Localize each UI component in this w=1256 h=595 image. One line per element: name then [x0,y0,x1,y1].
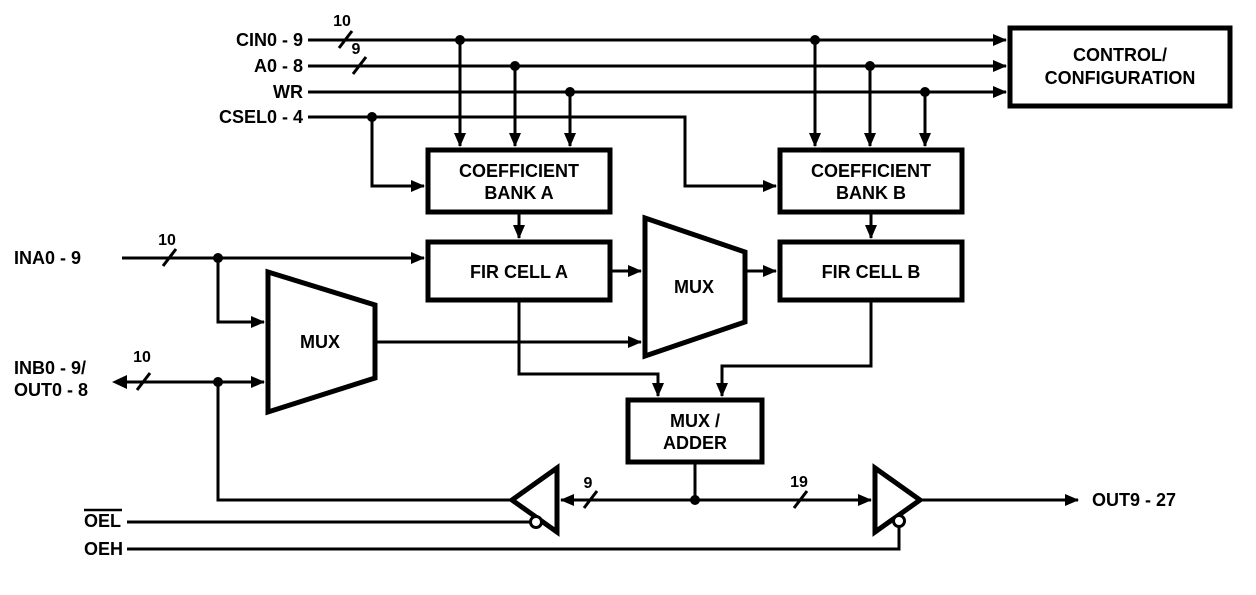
coeff-bank-b-label-line2: BANK B [836,183,906,203]
ina-bus-width: 10 [158,232,176,249]
oel-enable-bubble [529,515,543,529]
control-configuration-block [1007,25,1233,109]
low-output-bus-slash [582,490,599,509]
mux-adder-block [625,397,765,465]
mux-mid-trapezoid [642,214,748,360]
cin-bus-width: 10 [333,13,351,30]
fir-cell-b-label: FIR CELL B [822,262,921,282]
coefficient-bank-a-block [425,147,613,215]
high-output-bus-width: 19 [790,474,808,491]
inb-drop-to-buffer-out [216,382,510,502]
low-output-bus-width: 9 [584,475,593,492]
inb-left-arrowhead [112,375,127,389]
cin-bus-slash [337,30,354,49]
csel-branch-to-bank-a [370,117,425,192]
inb-port-label-line1: INB0 - 9/ [14,358,86,378]
mux-mid-label: MUX [674,277,714,297]
junction-dot [865,61,875,71]
mux-adder-label-line2: ADDER [663,433,727,453]
addr-bus-width: 9 [352,41,361,58]
control-block-label-line1: CONTROL/ [1073,45,1167,65]
fir-cell-a-label: FIR CELL A [470,262,568,282]
high-output-bus-slash [792,490,809,509]
fir-cell-b-block [777,239,965,303]
junction-dot [810,35,820,45]
junction-dot [690,495,700,505]
control-block-label-line2: CONFIGURATION [1045,68,1196,88]
junction-dot [510,61,520,71]
junction-dot [920,87,930,97]
coefficient-bank-b-block [777,147,965,215]
junction-dot [455,35,465,45]
ina-branch-to-mux [216,258,265,328]
oeh-enable-bubble [892,514,906,528]
wr-port-label: WR [273,82,303,102]
junction-dot [565,87,575,97]
coeff-bank-a-label-line2: BANK A [484,183,553,203]
inb-bus-slash [135,372,152,391]
csel-port-label: CSEL0 - 4 [219,107,303,127]
inb-port-label-line2: OUT0 - 8 [14,380,88,400]
mux-input-trapezoid [265,268,378,416]
csel-wire-to-bank-b [308,115,777,192]
junction-dot [367,112,377,122]
ina-bus-slash [161,248,178,267]
junction-dot [213,377,223,387]
coeff-bank-b-label-line1: COEFFICIENT [811,161,931,181]
mux-adder-label-line1: MUX / [670,411,720,431]
coeff-bank-a-label-line1: COEFFICIENT [459,161,579,181]
oel-port-label: OEL [84,511,121,531]
cin-port-label: CIN0 - 9 [236,30,303,50]
mux-input-label: MUX [300,332,340,352]
fir-cell-a-block [425,239,613,303]
junction-dot [213,253,223,263]
oeh-wire [127,527,901,551]
fir-b-to-mux-adder-wire [716,300,873,397]
inb-bus-width: 10 [133,349,151,366]
out-high-port-label: OUT9 - 27 [1092,490,1176,510]
addr-bus-slash [351,56,368,75]
addr-port-label: A0 - 8 [254,56,303,76]
oeh-port-label: OEH [84,539,123,559]
ina-port-label: INA0 - 9 [14,248,81,268]
fir-a-to-mux-adder-wire [517,300,664,397]
